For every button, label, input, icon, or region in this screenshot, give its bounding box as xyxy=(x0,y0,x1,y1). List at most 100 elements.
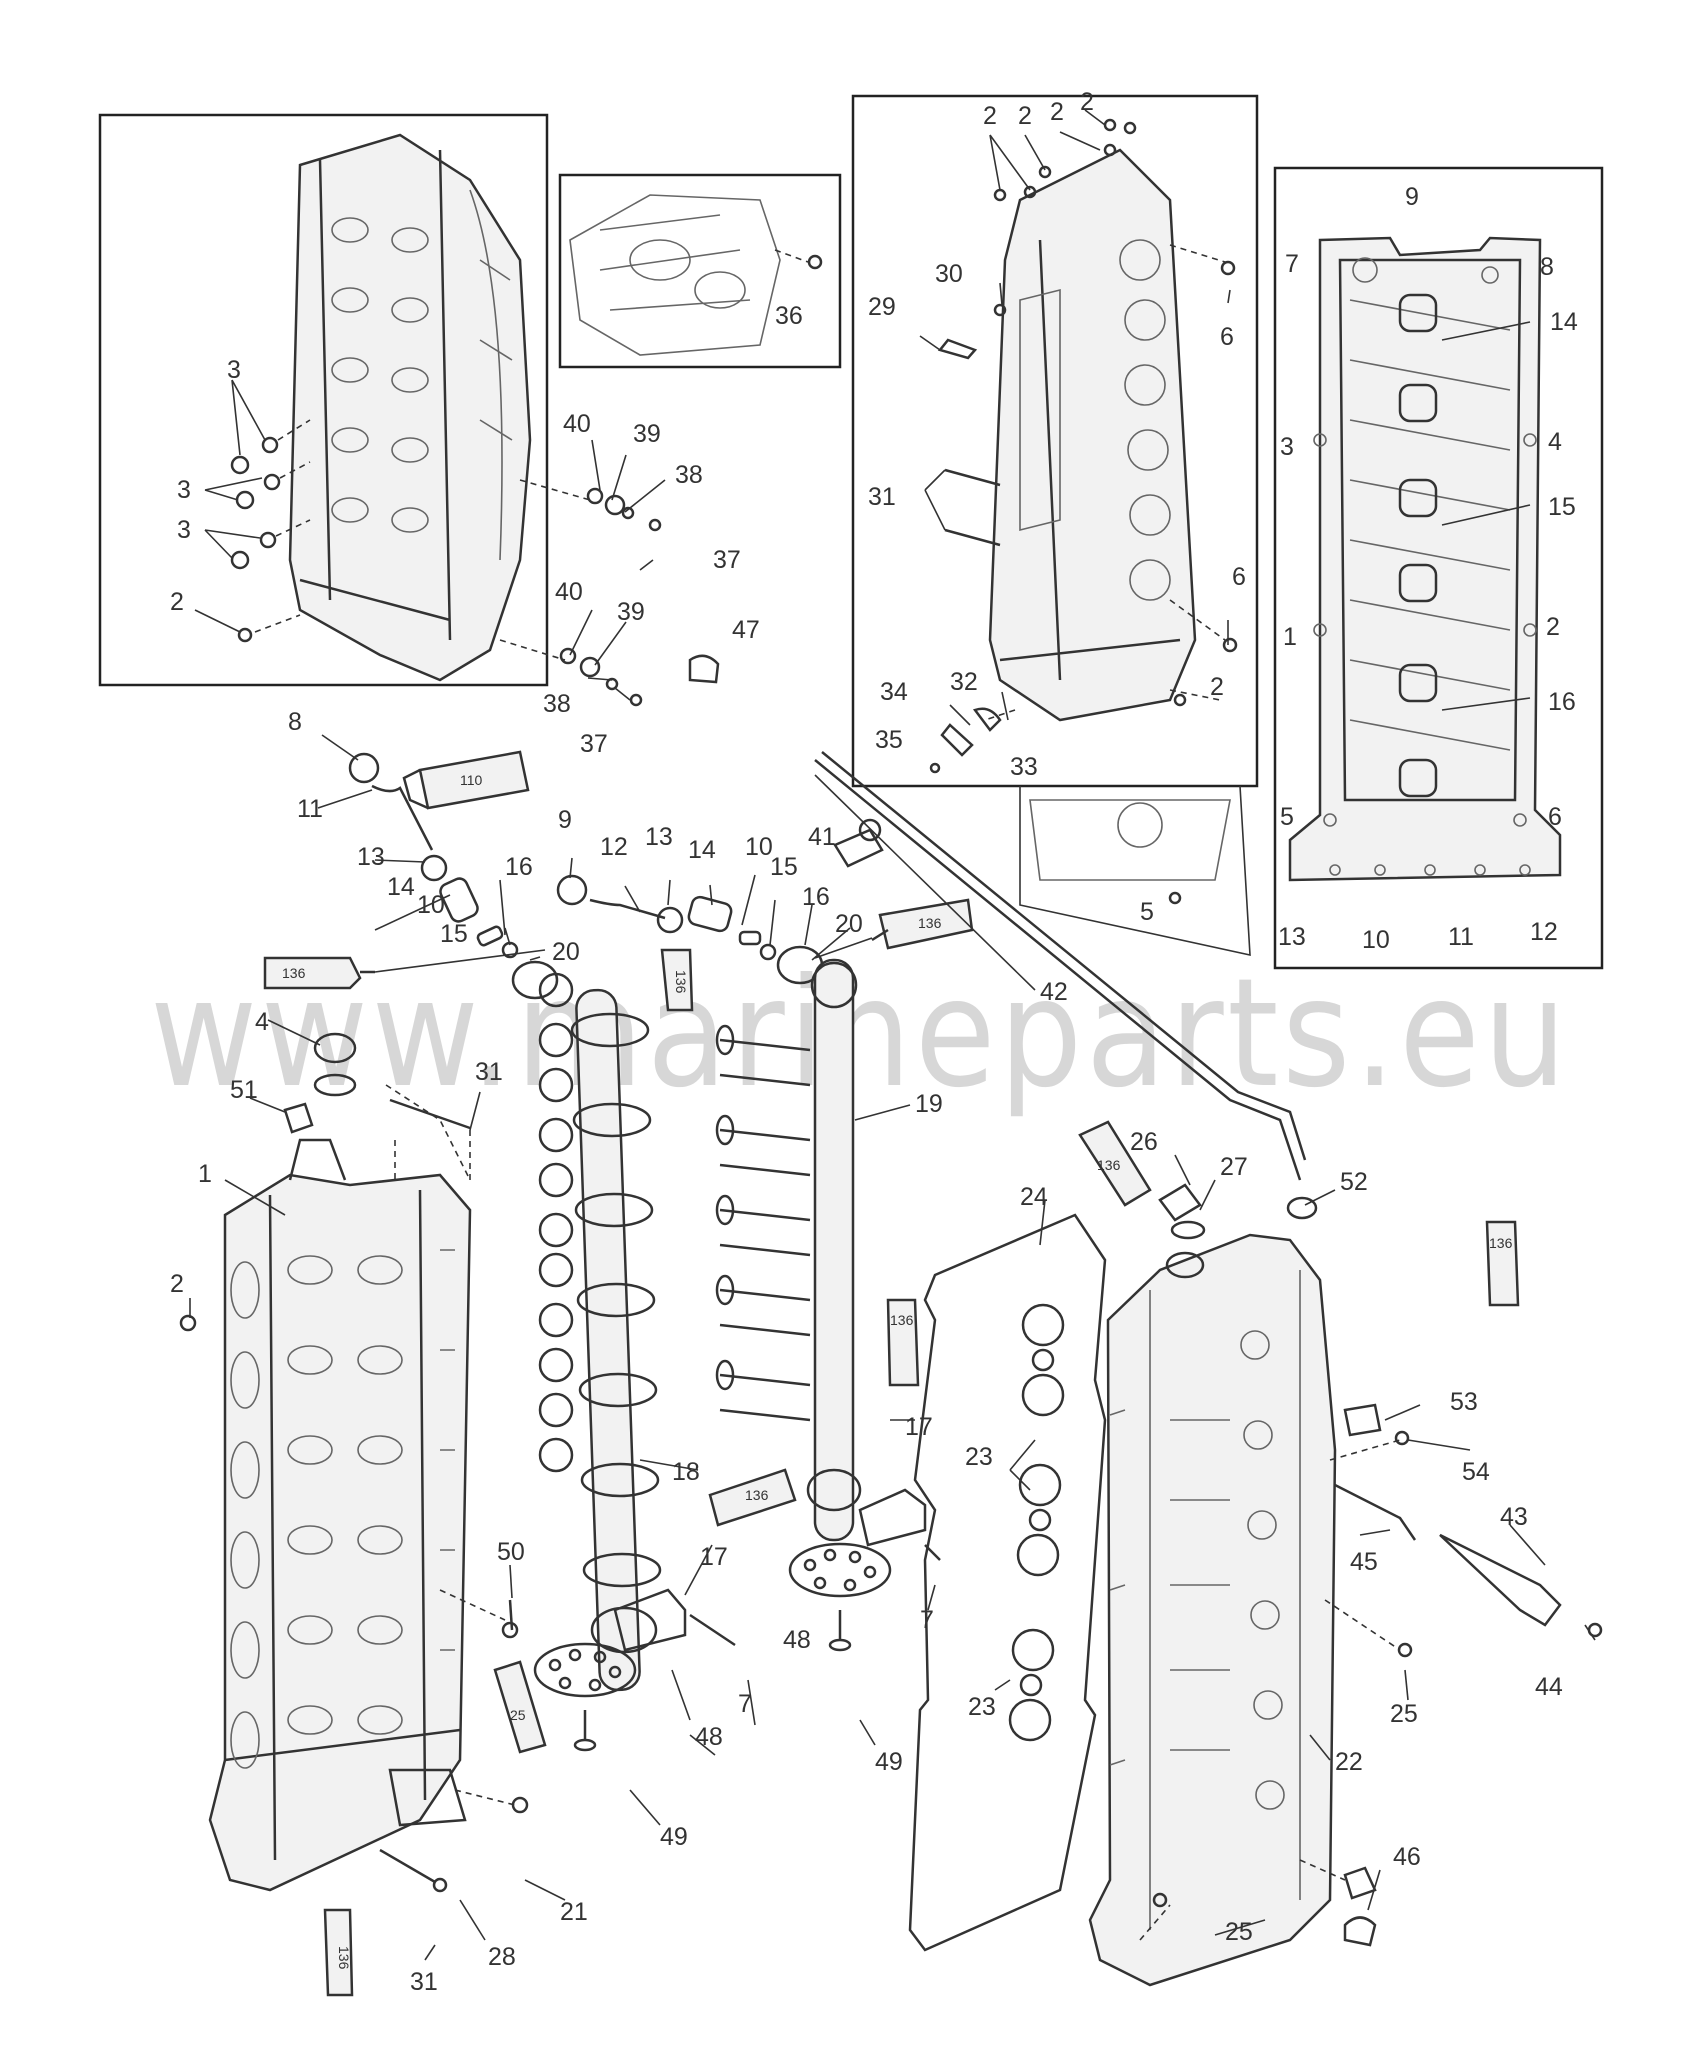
tube-label-110: 110 xyxy=(460,772,483,788)
callout-7: 7 xyxy=(920,1606,934,1634)
callout-42: 42 xyxy=(1040,978,1068,1006)
callout-7: 7 xyxy=(738,1690,752,1718)
callout-14: 14 xyxy=(688,836,716,864)
seal-rings-left xyxy=(230,436,281,643)
callout-13: 13 xyxy=(1278,923,1306,951)
inset-box-top-center xyxy=(851,94,1259,788)
callout-2: 2 xyxy=(1050,98,1064,126)
bolt-49-right xyxy=(828,1610,852,1652)
callout-24: 24 xyxy=(1020,1183,1048,1211)
callout-35: 35 xyxy=(875,726,903,754)
bolts-inset-center xyxy=(929,118,1238,774)
callout-44: 44 xyxy=(1535,1673,1563,1701)
callout-32: 32 xyxy=(950,668,978,696)
callout-29: 29 xyxy=(868,293,896,321)
callout-40: 40 xyxy=(555,578,583,606)
callout-39: 39 xyxy=(633,420,661,448)
dash-leads-main-head xyxy=(385,1084,516,1806)
bolt-5 xyxy=(1168,891,1182,905)
callout-13: 13 xyxy=(645,823,673,851)
callout-37: 37 xyxy=(713,546,741,574)
callout-33: 33 xyxy=(1010,753,1038,781)
bolt-50 xyxy=(508,1599,514,1631)
callout-48: 48 xyxy=(783,1626,811,1654)
callout-10: 10 xyxy=(1362,926,1390,954)
lead-lines-inset-left xyxy=(254,419,591,661)
callout-2: 2 xyxy=(170,1270,184,1298)
callout-6: 6 xyxy=(1220,323,1234,351)
watermark: www.marineparts.eu xyxy=(150,947,1570,1121)
tube-label-136-b: 136 xyxy=(918,915,942,931)
sealant-tube-110: 110 xyxy=(402,750,530,810)
callout-49: 49 xyxy=(660,1823,688,1851)
callout-41: 41 xyxy=(808,823,836,851)
callout-28: 28 xyxy=(488,1943,516,1971)
valve-set-left xyxy=(348,752,559,1000)
callout-6: 6 xyxy=(1548,803,1562,831)
lifters-left-column xyxy=(538,972,574,1473)
sealant-tube-136-b: 136 xyxy=(871,898,974,950)
callout-3: 3 xyxy=(177,476,191,504)
callout-31: 31 xyxy=(868,483,896,511)
callout-6: 6 xyxy=(1232,563,1246,591)
callout-10: 10 xyxy=(745,833,773,861)
callout-8: 8 xyxy=(1540,253,1554,281)
tube-label-136-g: 136 xyxy=(745,1487,769,1503)
tube-label-136-e: 136 xyxy=(1489,1235,1513,1251)
callout-46: 46 xyxy=(1393,1843,1421,1871)
callout-19: 19 xyxy=(915,1090,943,1118)
lead-lines-inset-center-dash xyxy=(984,244,1226,721)
oil-tube-42 xyxy=(814,751,1307,1181)
engine-block-small-inset xyxy=(569,194,781,356)
callout-31: 31 xyxy=(410,1968,438,1996)
bolt-49-left xyxy=(573,1710,597,1752)
callout-49: 49 xyxy=(875,1748,903,1776)
callout-1: 1 xyxy=(198,1160,212,1188)
callout-20: 20 xyxy=(552,938,580,966)
callout-15: 15 xyxy=(440,920,468,948)
callout-27: 27 xyxy=(1220,1153,1248,1181)
lead-36 xyxy=(774,249,809,263)
spark-plug-seals-23 xyxy=(1008,1303,1065,1742)
callout-45: 45 xyxy=(1350,1548,1378,1576)
callout-2: 2 xyxy=(1018,102,1032,130)
parts-around-rocker-cover xyxy=(1152,1183,1603,1908)
callout-25: 25 xyxy=(1225,1918,1253,1946)
callout-17: 17 xyxy=(905,1413,933,1441)
sealant-tube-136-e: 136 xyxy=(1485,1220,1520,1307)
callout-5: 5 xyxy=(1280,803,1294,831)
callout-30: 30 xyxy=(935,260,963,288)
callout-47: 47 xyxy=(732,616,760,644)
camshaft-19 xyxy=(806,958,862,1542)
dash-leads-rocker-cover xyxy=(1139,1439,1401,1941)
sealant-tube-136-f: 136 xyxy=(886,1298,920,1387)
callout-14: 14 xyxy=(1550,308,1578,336)
callout-50: 50 xyxy=(497,1538,525,1566)
tube-label-136-a: 136 xyxy=(282,965,306,981)
callout-2: 2 xyxy=(1546,613,1560,641)
cylinder-head-inset-center xyxy=(988,148,1197,722)
rocker-cover-top-view xyxy=(1288,236,1562,882)
callout-26: 26 xyxy=(1130,1128,1158,1156)
callout-16: 16 xyxy=(505,853,533,881)
inset-box-right xyxy=(1273,166,1604,970)
tube-label-136-c: 136 xyxy=(673,970,689,994)
sealant-tube-136-h: 136 xyxy=(323,1908,354,1997)
callout-34: 34 xyxy=(880,678,908,706)
callout-31: 31 xyxy=(475,1058,503,1086)
callout-11: 11 xyxy=(297,795,323,823)
bearing-cap-17-upper xyxy=(858,1488,941,1561)
reluctor-wheel-48-right xyxy=(788,1542,892,1598)
inset-box-small xyxy=(558,173,842,369)
callout-21: 21 xyxy=(560,1898,588,1926)
sealant-tube-136-d: 136 xyxy=(1078,1120,1152,1207)
callout-18: 18 xyxy=(672,1458,700,1486)
callout-23: 23 xyxy=(965,1443,993,1471)
callout-39: 39 xyxy=(617,598,645,626)
callout-12: 12 xyxy=(600,833,628,861)
cylinder-head-main xyxy=(208,1138,472,1892)
bearing-cap-17-lower xyxy=(613,1588,736,1652)
callout-leads-main xyxy=(189,734,1596,1961)
callout-16: 16 xyxy=(1548,688,1576,716)
